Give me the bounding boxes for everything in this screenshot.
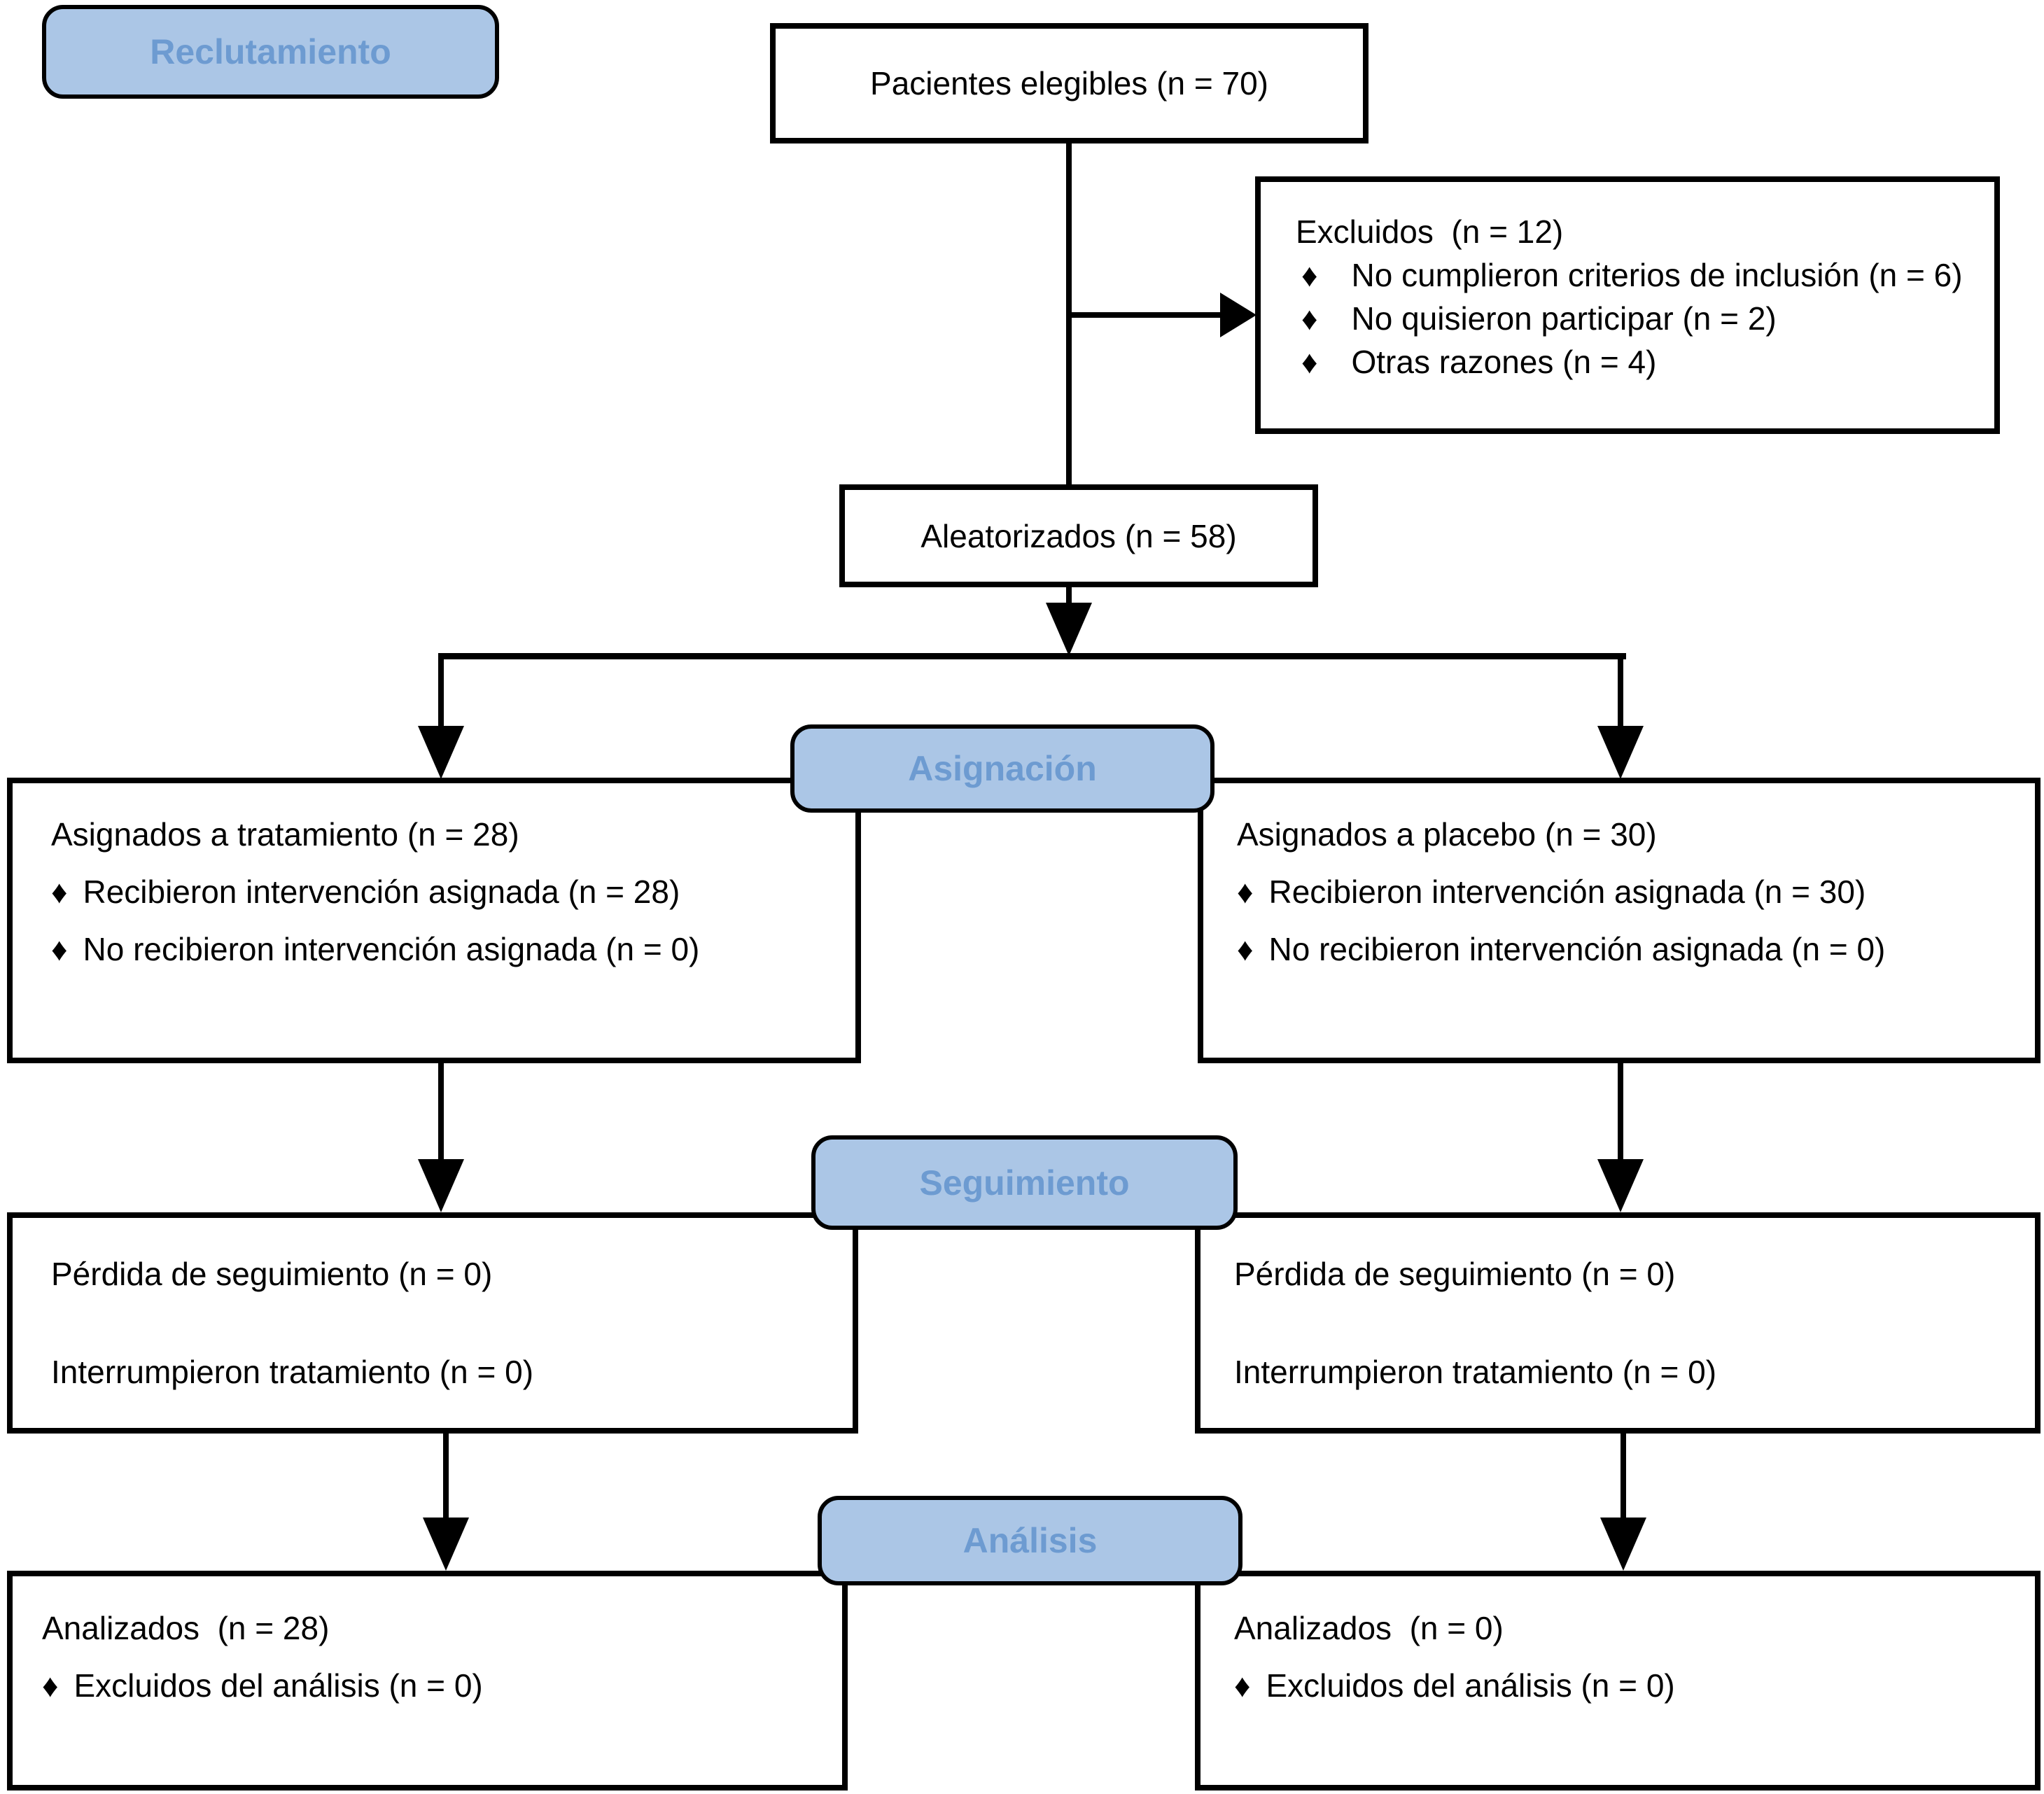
list-item-text: No recibieron intervención asignada (n =…: [1268, 931, 1886, 967]
list-item-text: Recibieron intervención asignada (n = 30…: [1268, 874, 1866, 910]
box-randomized-text: Aleatorizados (n = 58): [920, 517, 1237, 554]
box-followup-placebo: Pérdida de seguimiento (n = 0) Interrump…: [1195, 1212, 2040, 1434]
diamond-bullet-icon: ♦: [1301, 344, 1318, 380]
stage-label-allocation-text: Asignación: [908, 749, 1097, 788]
box-allocated-placebo-title: Asignados a placebo (n = 30): [1237, 816, 1657, 853]
stage-label-allocation: Asignación: [790, 724, 1214, 813]
arrow-down-icon: [418, 726, 464, 779]
box-excluded: Excluidos (n = 12) ♦ No cumplieron crite…: [1255, 176, 2000, 434]
flow-line-right-allocation: [1618, 658, 1623, 728]
list-item-text: Excluidos del análisis (n = 0): [74, 1667, 483, 1704]
box-eligible-patients-text: Pacientes elegibles (n = 70): [870, 65, 1268, 101]
box-allocated-placebo: Asignados a placebo (n = 30) ♦ Recibiero…: [1198, 778, 2040, 1063]
box-allocated-treatment-title: Asignados a tratamiento (n = 28): [51, 816, 519, 853]
diamond-bullet-icon: ♦: [1301, 300, 1318, 337]
followup-line: Pérdida de seguimiento (n = 0): [1234, 1256, 1676, 1292]
list-item-text: Otras razones (n = 4): [1351, 344, 1657, 380]
box-randomized: Aleatorizados (n = 58): [839, 484, 1318, 587]
flow-line-right-analysis: [1620, 1432, 1626, 1519]
list-item: ♦ Recibieron intervención asignada (n = …: [51, 863, 841, 920]
box-analyzed-treatment: Analizados (n = 28) ♦ Excluidos del anál…: [7, 1571, 848, 1791]
stage-label-recruitment-text: Reclutamiento: [150, 32, 391, 71]
list-item: ♦ No recibieron intervención asignada (n…: [51, 920, 841, 978]
list-item-text: No cumplieron criterios de inclusión (n …: [1351, 257, 1963, 293]
list-item-text: No recibieron intervención asignada (n =…: [83, 931, 700, 967]
list-item: ♦ Otras razones (n = 4): [1296, 340, 1980, 384]
flow-line-left-allocation: [438, 658, 444, 728]
diamond-bullet-icon: ♦: [51, 931, 68, 967]
arrow-right-icon: [1220, 293, 1256, 337]
followup-line: Pérdida de seguimiento (n = 0): [51, 1256, 493, 1292]
flow-line-branch-excluded: [1069, 312, 1220, 318]
arrow-down-icon: [423, 1518, 469, 1571]
flow-line-left-analysis: [443, 1432, 449, 1519]
box-allocated-treatment: Asignados a tratamiento (n = 28) ♦ Recib…: [7, 778, 861, 1063]
arrow-down-icon: [1597, 726, 1644, 779]
box-eligible-patients: Pacientes elegibles (n = 70): [770, 23, 1368, 143]
list-item: ♦ Excluidos del análisis (n = 0): [1234, 1657, 2021, 1714]
list-item: ♦ Excluidos del análisis (n = 0): [42, 1657, 828, 1714]
flow-line-randomized-down: [1066, 586, 1072, 607]
arrow-down-icon: [1597, 1159, 1644, 1212]
box-analyzed-placebo: Analizados (n = 0) ♦ Excluidos del análi…: [1195, 1571, 2040, 1791]
diamond-bullet-icon: ♦: [1237, 931, 1254, 967]
box-analyzed-placebo-title: Analizados (n = 0): [1234, 1610, 1504, 1646]
arrow-down-icon: [1046, 603, 1092, 656]
arrow-down-icon: [1600, 1518, 1646, 1571]
diamond-bullet-icon: ♦: [1301, 257, 1318, 293]
stage-label-followup-text: Seguimiento: [919, 1163, 1130, 1203]
diamond-bullet-icon: ♦: [42, 1667, 59, 1704]
list-item-text: No quisieron participar (n = 2): [1351, 300, 1777, 337]
flow-line-split: [438, 653, 1626, 659]
diamond-bullet-icon: ♦: [1234, 1667, 1251, 1704]
stage-label-analysis-text: Análisis: [962, 1521, 1098, 1560]
box-analyzed-treatment-title: Analizados (n = 28): [42, 1610, 330, 1646]
flow-line-left-followup: [438, 1062, 444, 1161]
list-item: ♦ No quisieron participar (n = 2): [1296, 297, 1980, 340]
followup-line: Interrumpieron tratamiento (n = 0): [1234, 1354, 1717, 1390]
list-item: ♦ No cumplieron criterios de inclusión (…: [1296, 253, 1980, 297]
list-item: ♦ No recibieron intervención asignada (n…: [1237, 920, 2021, 978]
list-item-text: Excluidos del análisis (n = 0): [1266, 1667, 1675, 1704]
flow-line-right-followup: [1618, 1062, 1623, 1161]
diamond-bullet-icon: ♦: [1237, 874, 1254, 910]
stage-label-followup: Seguimiento: [811, 1135, 1238, 1230]
followup-line: Interrumpieron tratamiento (n = 0): [51, 1354, 534, 1390]
box-followup-treatment: Pérdida de seguimiento (n = 0) Interrump…: [7, 1212, 858, 1434]
list-item-text: Recibieron intervención asignada (n = 28…: [83, 874, 680, 910]
list-item: ♦ Recibieron intervención asignada (n = …: [1237, 863, 2021, 920]
diamond-bullet-icon: ♦: [51, 874, 68, 910]
stage-label-recruitment: Reclutamiento: [42, 5, 499, 99]
arrow-down-icon: [418, 1159, 464, 1212]
box-excluded-title: Excluidos (n = 12): [1296, 213, 1564, 250]
stage-label-analysis: Análisis: [818, 1496, 1242, 1585]
